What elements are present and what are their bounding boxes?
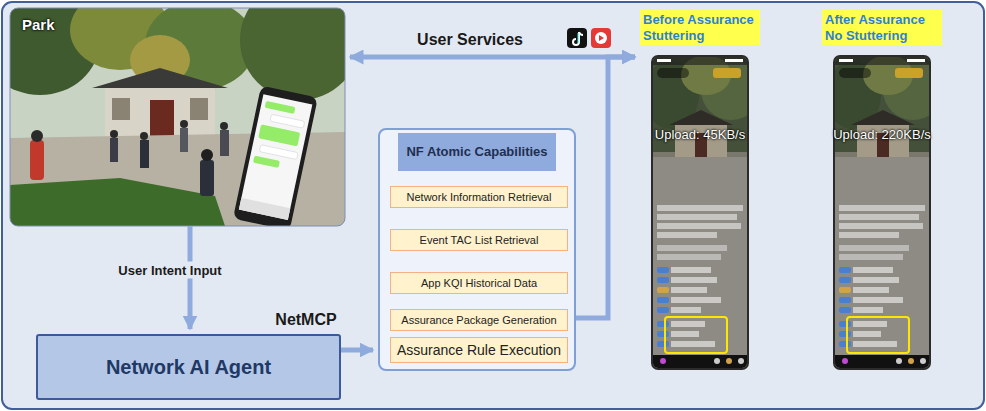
illustration-part bbox=[112, 98, 130, 120]
box-label: Assurance Package Generation bbox=[401, 314, 556, 327]
illustration-part bbox=[233, 86, 318, 226]
illustration-part bbox=[240, 8, 345, 100]
photo-border bbox=[10, 8, 345, 226]
app-icons bbox=[567, 28, 611, 48]
flow-arrow bbox=[350, 55, 635, 60]
illustration-part bbox=[110, 138, 118, 162]
illustration-part bbox=[220, 122, 228, 130]
illustration-part bbox=[239, 198, 290, 220]
capability-box: App KQI Historical Data bbox=[390, 272, 568, 294]
illustration-part bbox=[270, 114, 305, 128]
panel-heading: After Assurance No Stuttering bbox=[822, 10, 942, 45]
illustration-part bbox=[190, 98, 208, 120]
illustration-part bbox=[239, 94, 312, 220]
illustration-part bbox=[30, 140, 44, 180]
panel-title: Park bbox=[22, 16, 55, 33]
illustration-part bbox=[140, 132, 148, 140]
upload-rate: Upload: 45KB/s bbox=[640, 127, 760, 142]
illustration-part bbox=[233, 86, 318, 226]
illustration-part bbox=[591, 28, 611, 48]
illustration-part bbox=[599, 35, 604, 41]
illustration-part bbox=[31, 130, 43, 142]
illustration-part bbox=[567, 28, 587, 48]
box-label: Network AI Agent bbox=[106, 356, 271, 379]
illustration-part bbox=[220, 130, 229, 156]
illustration-part bbox=[573, 32, 583, 45]
box-label: Assurance Rule Execution bbox=[397, 342, 561, 358]
illustration-part bbox=[105, 88, 215, 138]
illustration-part bbox=[10, 178, 225, 226]
illustration-part bbox=[253, 156, 280, 168]
edge-label: User Services bbox=[417, 31, 523, 49]
illustration-part bbox=[180, 128, 188, 152]
box-label: App KQI Historical Data bbox=[421, 277, 537, 290]
illustration-part bbox=[595, 32, 607, 44]
group-heading: NF Atomic Capabilities bbox=[398, 133, 556, 171]
box-label: Event TAC List Retrieval bbox=[420, 234, 539, 247]
edge-label: User Intent Input bbox=[114, 262, 225, 279]
illustration-part bbox=[140, 140, 149, 168]
illustration-part bbox=[92, 68, 228, 88]
illustration-part bbox=[110, 130, 118, 138]
capability-box: Assurance Package Generation bbox=[390, 309, 568, 331]
flow-arrow bbox=[341, 348, 373, 353]
illustration-part bbox=[265, 101, 296, 114]
illustration-part bbox=[200, 160, 214, 196]
illustration-part bbox=[201, 149, 213, 161]
panel-heading: Before Assurance Stuttering bbox=[640, 10, 760, 45]
flow-arrow bbox=[576, 57, 635, 318]
screenshot-before bbox=[643, 55, 761, 370]
capability-group: NF Atomic CapabilitiesNetwork Informatio… bbox=[378, 128, 576, 371]
screenshot-after bbox=[825, 55, 943, 370]
upload-rate: Upload: 220KB/s bbox=[822, 127, 942, 142]
agent-box: Network AI Agent bbox=[36, 334, 341, 400]
illustration-part bbox=[180, 120, 188, 128]
screenshot-panel: Before Assurance StutteringUpload: 45KB/… bbox=[640, 10, 760, 372]
illustration-part bbox=[578, 33, 579, 43]
capability-box: Event TAC List Retrieval bbox=[390, 229, 568, 251]
illustration-part bbox=[150, 100, 174, 138]
screenshot-panel: After Assurance No StutteringUpload: 220… bbox=[822, 10, 942, 372]
capability-box: Network Information Retrieval bbox=[390, 186, 568, 208]
illustration-part bbox=[258, 124, 300, 146]
photo-panel: Park bbox=[10, 8, 345, 226]
park-photo bbox=[10, 8, 345, 226]
capability-box: Assurance Rule Execution bbox=[390, 337, 568, 363]
box-label: Network Information Retrieval bbox=[407, 191, 552, 204]
edge-label: NetMCP bbox=[275, 311, 336, 329]
illustration-part bbox=[259, 145, 298, 160]
